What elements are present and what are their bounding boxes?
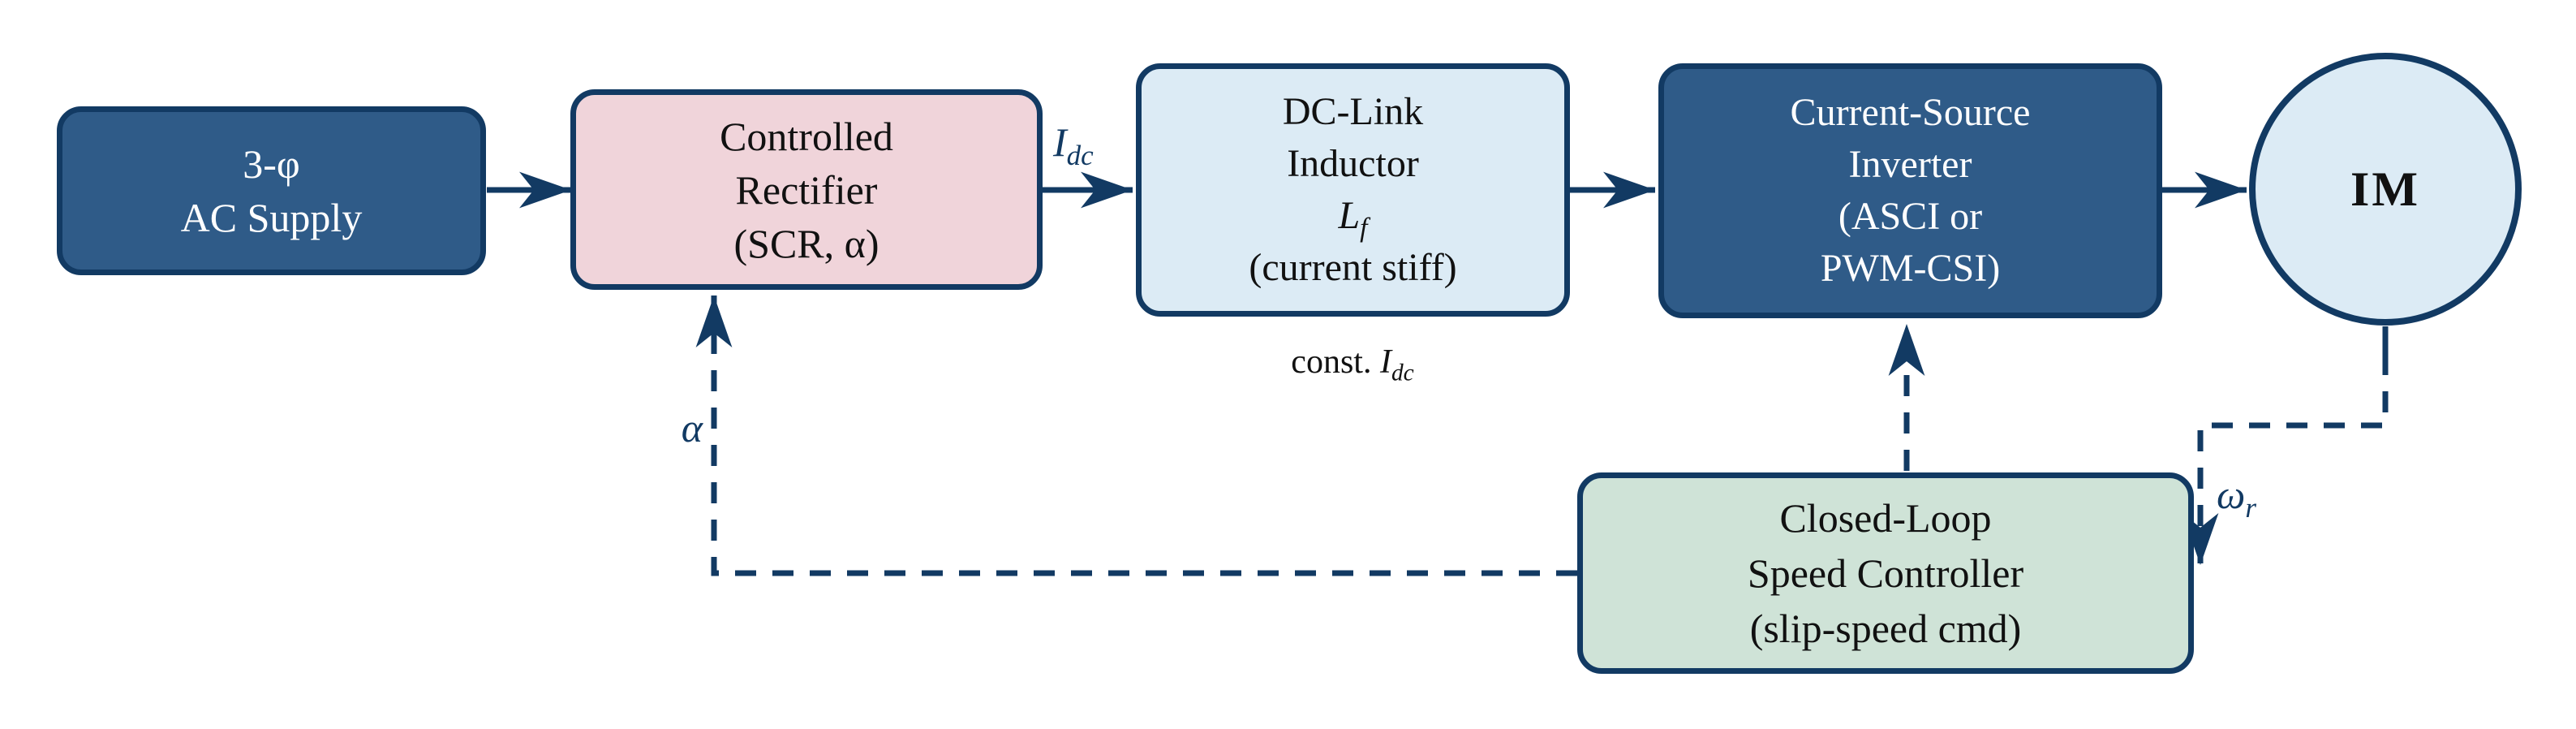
label-alpha-main: α: [681, 405, 703, 451]
label-idc: Idc: [1053, 119, 1094, 170]
rectifier-line-2: Rectifier: [735, 166, 878, 213]
dclink-symbol: Lf: [1338, 190, 1367, 242]
inverter-line-4: PWM-CSI): [1820, 247, 2001, 290]
block-current-source-inverter: Current-Source Inverter (ASCI or PWM-CSI…: [1658, 63, 2162, 318]
motor-label: IM: [2350, 162, 2420, 216]
block-induction-motor: IM: [2249, 53, 2522, 326]
inverter-line-2: Inverter: [1848, 143, 1972, 186]
ac-supply-line-1: 3-φ: [243, 141, 300, 187]
inverter-line-1: Current-Source: [1790, 91, 2031, 134]
feedback-motor-to-controller: [2182, 354, 2389, 565]
rectifier-line-3: (SCR, α): [733, 220, 879, 266]
controller-line-1: Closed-Loop: [1779, 495, 1992, 541]
label-omega-main: ω: [2217, 472, 2246, 517]
block-ac-supply: 3-φ AC Supply: [57, 106, 486, 275]
block-dc-link-inductor: DC-Link Inductor Lf (current stiff): [1136, 63, 1570, 317]
label-const-main: I: [1379, 343, 1391, 381]
label-const-prefix: const.: [1291, 343, 1372, 381]
controller-line-2: Speed Controller: [1747, 550, 2024, 596]
rectifier-line-1: Controlled: [720, 113, 893, 159]
label-const-sub: dc: [1391, 360, 1414, 386]
block-speed-controller: Closed-Loop Speed Controller (slip-speed…: [1577, 472, 2194, 674]
controller-line-3: (slip-speed cmd): [1749, 606, 2022, 651]
dclink-line-1: DC-Link: [1282, 90, 1424, 133]
dclink-symbol-sub: f: [1360, 213, 1368, 244]
feedback-alpha-to-rectifier: [695, 295, 1577, 576]
label-omega-r: ωr: [2217, 471, 2256, 522]
label-omega-sub: r: [2245, 492, 2256, 524]
ac-supply-line-2: AC Supply: [180, 195, 363, 240]
label-idc-main: I: [1053, 119, 1067, 165]
dclink-line-4: (current stiff): [1249, 246, 1457, 289]
label-idc-sub: dc: [1066, 140, 1094, 171]
inverter-line-3: (ASCI or: [1838, 195, 1983, 238]
label-alpha: α: [625, 404, 703, 451]
block-controlled-rectifier: Controlled Rectifier (SCR, α): [570, 89, 1043, 290]
dclink-symbol-main: L: [1338, 194, 1361, 237]
label-const-idc: const. Idc: [1190, 343, 1515, 385]
dclink-line-2: Inductor: [1287, 142, 1419, 185]
